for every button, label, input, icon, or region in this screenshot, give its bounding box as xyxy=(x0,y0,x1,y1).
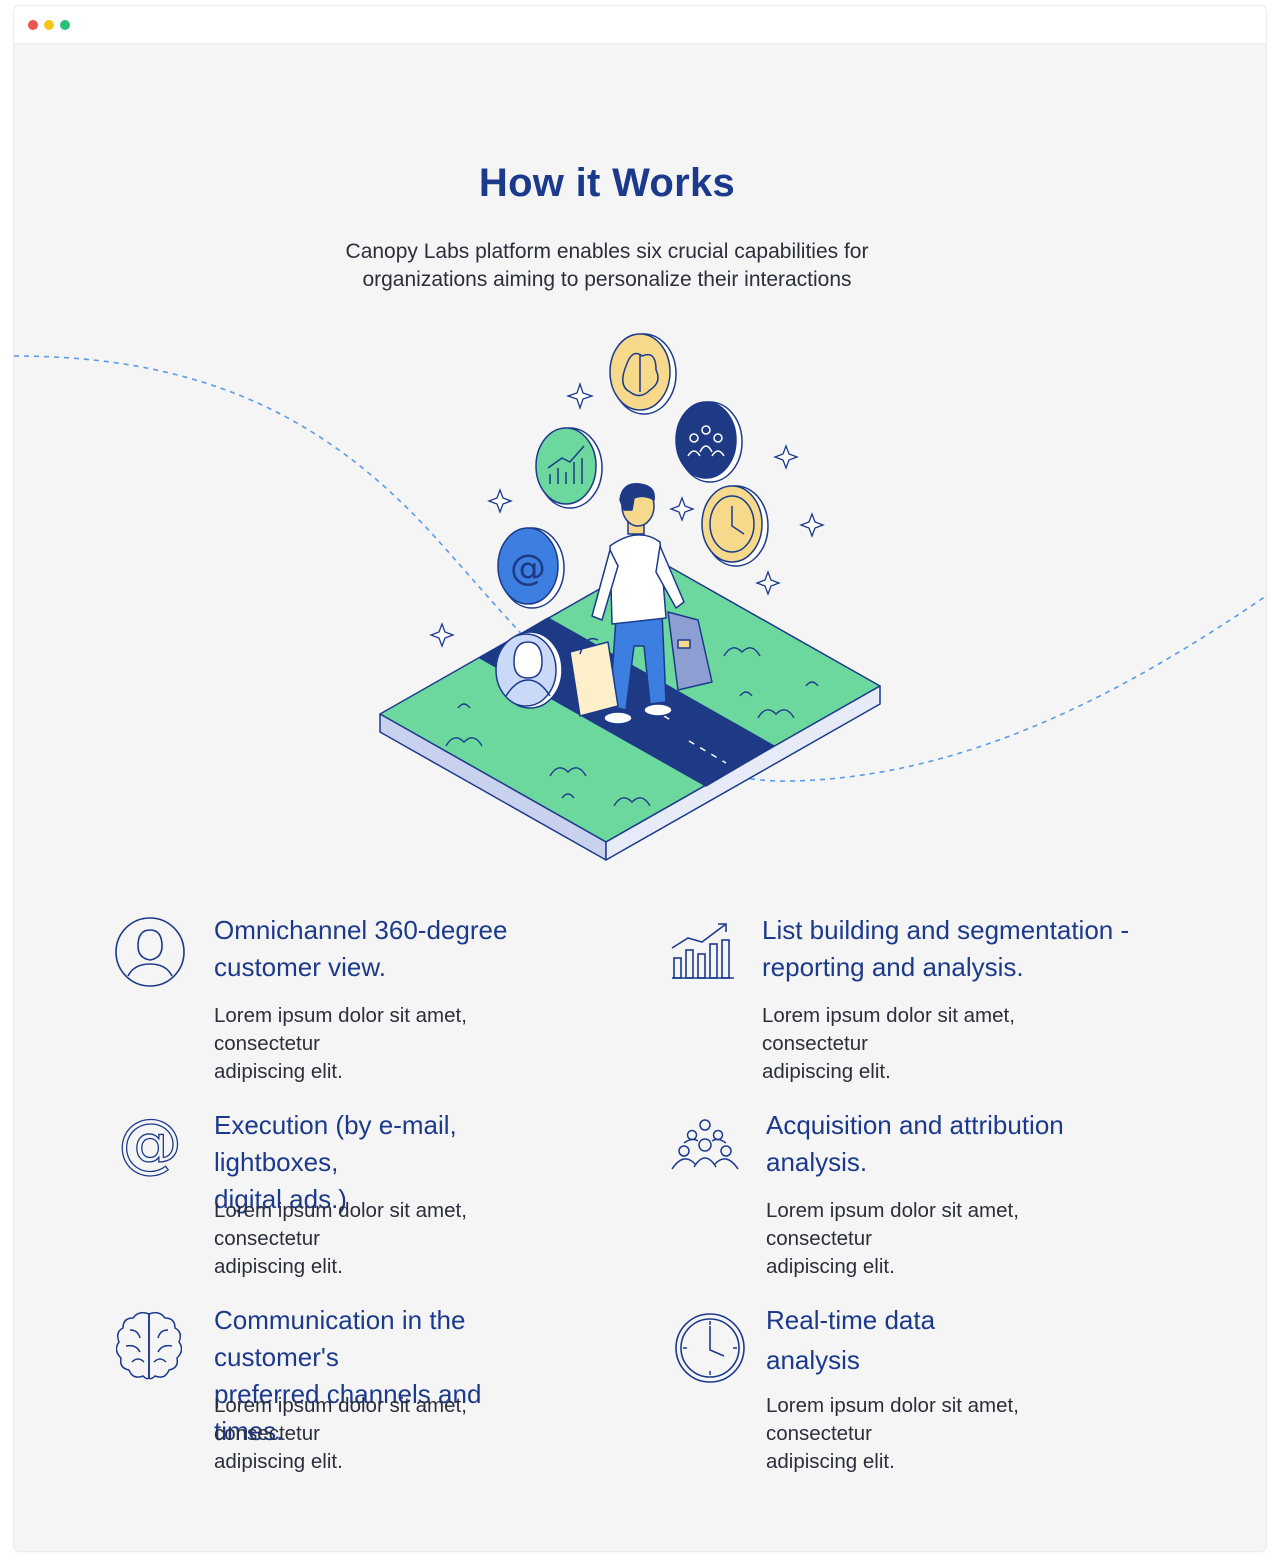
bushes xyxy=(445,647,819,807)
maximize-window-button[interactable] xyxy=(60,20,70,30)
close-window-button[interactable] xyxy=(28,20,38,30)
coin-at: @ xyxy=(497,527,565,609)
subtitle-line-2: organizations aiming to personalize thei… xyxy=(362,268,852,291)
page-subtitle: Canopy Labs platform enables six crucial… xyxy=(14,238,1200,294)
coin-brain xyxy=(609,333,677,415)
coin-people xyxy=(675,401,743,483)
feature-title: Acquisition and attribution analysis. xyxy=(766,1110,1064,1177)
feature-description: Lorem ipsum dolor sit amet, consectetur … xyxy=(214,1394,467,1473)
coin-clock xyxy=(701,485,769,567)
hero-illustration: @ xyxy=(14,333,1266,861)
feature-title: Communication in the customer's preferre… xyxy=(214,1305,482,1446)
clock-icon xyxy=(675,1313,745,1383)
window-titlebar xyxy=(14,6,1266,44)
feature-description: Lorem ipsum dolor sit amet, consectetur … xyxy=(766,1199,1019,1278)
minimize-window-button[interactable] xyxy=(44,20,54,30)
feature-title: Real-time data analysis xyxy=(766,1305,936,1375)
chart-icon xyxy=(671,923,734,979)
at-sign-icon: @ xyxy=(118,1113,182,1177)
page-title: How it Works xyxy=(478,161,736,205)
feature-description: Lorem ipsum dolor sit amet, consectetur … xyxy=(762,1004,1015,1083)
subtitle-line-1: Canopy Labs platform enables six crucial… xyxy=(345,240,869,263)
feature-title: Omnichannel 360-degree customer view. xyxy=(214,915,508,982)
browser-window: @ How it Works Canopy Labs platform enab… xyxy=(14,6,1266,1551)
feature-description: Lorem ipsum dolor sit amet, consectetur … xyxy=(766,1394,1019,1473)
coin-chart xyxy=(535,427,603,509)
brain-icon xyxy=(116,1311,182,1380)
person-figure xyxy=(569,483,713,725)
feature-description: Lorem ipsum dolor sit amet, consectetur … xyxy=(214,1199,467,1278)
coin-user xyxy=(495,631,563,709)
svg-text:@: @ xyxy=(118,1113,182,1177)
sparkles xyxy=(429,381,825,648)
svg-text:@: @ xyxy=(510,548,546,589)
feature-title: Execution (by e-mail, lightboxes, digita… xyxy=(214,1110,457,1214)
people-icon xyxy=(671,1119,739,1170)
feature-description: Lorem ipsum dolor sit amet, consectetur … xyxy=(214,1004,467,1083)
feature-title: List building and segmentation - reporti… xyxy=(762,915,1130,982)
user-icon xyxy=(115,917,185,987)
